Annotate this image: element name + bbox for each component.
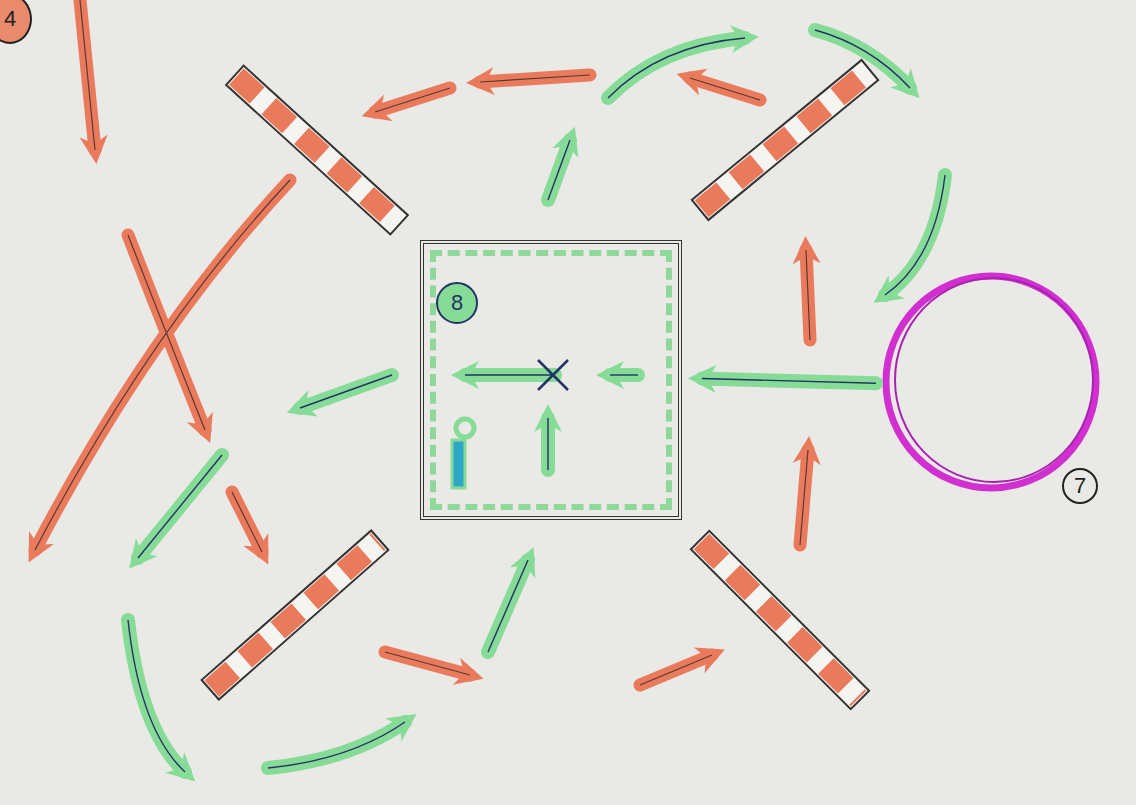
route-arrow bbox=[702, 379, 876, 384]
jump-pole bbox=[691, 531, 869, 709]
ring-obstacle: 7 bbox=[880, 268, 1102, 496]
square-area: 8 bbox=[420, 240, 682, 520]
callout-number: 8 bbox=[436, 282, 478, 324]
orange-route-line bbox=[35, 0, 810, 685]
green-route bbox=[128, 30, 945, 772]
callout-number: 4 bbox=[0, 0, 32, 44]
pole-outline bbox=[202, 531, 389, 700]
ring-inner bbox=[895, 278, 1093, 482]
orange-route bbox=[35, 0, 810, 685]
cone-top bbox=[456, 419, 474, 437]
cone-post bbox=[452, 440, 465, 488]
green-route-line bbox=[128, 30, 945, 772]
ring-outline bbox=[880, 268, 1102, 496]
jump-pole bbox=[202, 531, 389, 700]
pole-stripes bbox=[212, 542, 379, 689]
callout-number: 7 bbox=[1062, 468, 1098, 504]
cross-mark bbox=[538, 360, 568, 390]
pole-stripes bbox=[702, 542, 859, 699]
pole-outline bbox=[226, 66, 408, 235]
pole-stripes bbox=[236, 77, 397, 224]
cross-mark bbox=[538, 360, 568, 390]
pole-outline bbox=[691, 531, 869, 709]
route-arrow-line bbox=[702, 379, 876, 384]
ring bbox=[886, 276, 1096, 488]
jump-pole bbox=[226, 66, 408, 235]
